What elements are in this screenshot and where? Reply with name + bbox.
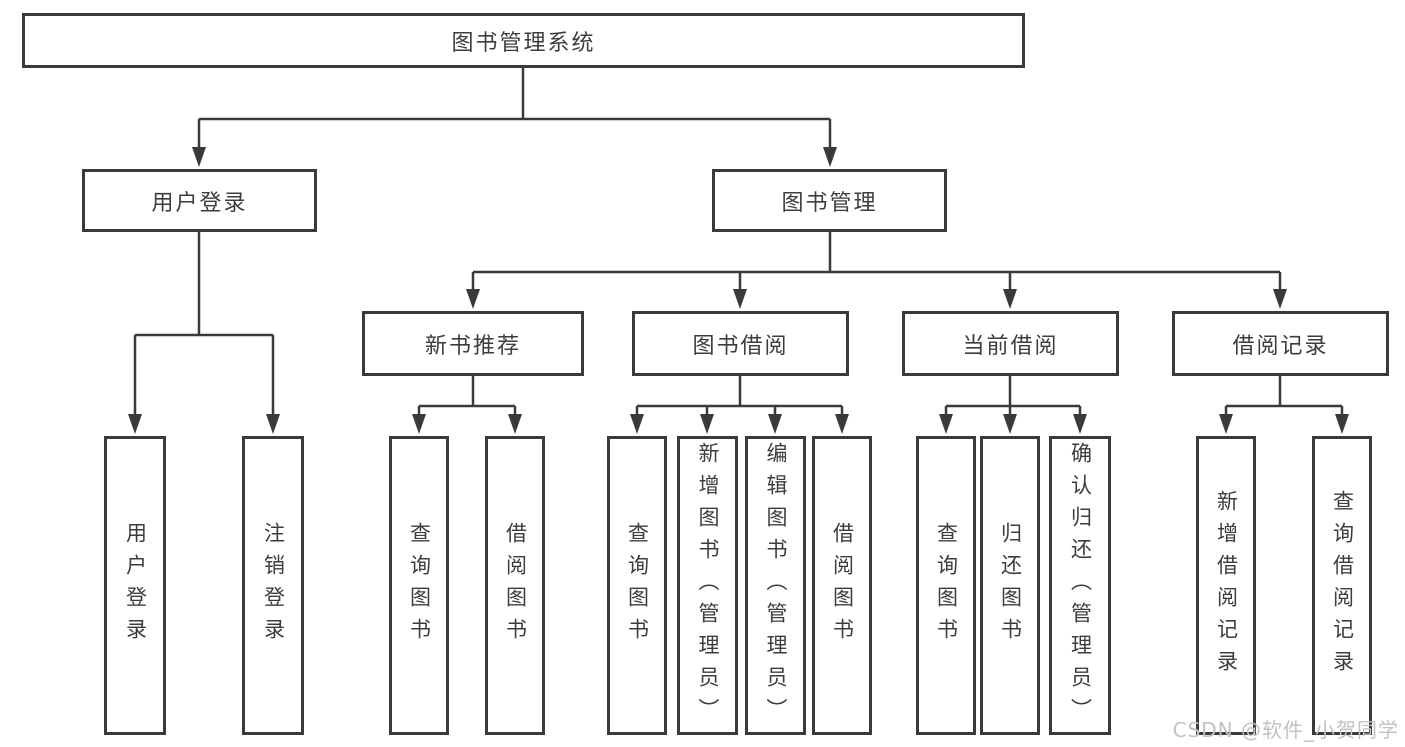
node-user-login-group: 用户登录 bbox=[82, 169, 317, 232]
node-leaf-user-login: 用户登录 bbox=[104, 436, 166, 735]
node-leaf-query-borrow-record: 查询借阅记录 bbox=[1312, 436, 1372, 735]
node-leaf-edit-books-admin: 编辑图书（管理员） bbox=[745, 436, 806, 735]
node-leaf-query-books-current: 查询图书 bbox=[916, 436, 976, 735]
node-book-management: 图书管理 bbox=[712, 169, 947, 232]
node-leaf-query-books-borrowing: 查询图书 bbox=[607, 436, 667, 735]
node-leaf-query-books-newrec: 查询图书 bbox=[389, 436, 449, 735]
node-root-system: 图书管理系统 bbox=[22, 13, 1025, 68]
arrowhead-icons bbox=[128, 147, 1349, 434]
node-leaf-borrow-books-borrowing: 借阅图书 bbox=[812, 436, 872, 735]
node-leaf-borrow-books-newrec: 借阅图书 bbox=[485, 436, 545, 735]
node-leaf-add-books-admin: 新增图书（管理员） bbox=[677, 436, 738, 735]
node-current-borrowing: 当前借阅 bbox=[902, 311, 1119, 376]
node-book-borrowing: 图书借阅 bbox=[632, 311, 849, 376]
node-leaf-add-borrow-record: 新增借阅记录 bbox=[1196, 436, 1256, 735]
node-new-book-recommend: 新书推荐 bbox=[362, 311, 584, 376]
node-leaf-confirm-return-admin: 确认归还（管理员） bbox=[1049, 436, 1111, 735]
node-leaf-return-books: 归还图书 bbox=[980, 436, 1040, 735]
node-borrow-records: 借阅记录 bbox=[1172, 311, 1389, 376]
node-leaf-logout: 注销登录 bbox=[242, 436, 304, 735]
csdn-watermark: CSDN @软件_小贺同学 bbox=[1172, 718, 1399, 742]
